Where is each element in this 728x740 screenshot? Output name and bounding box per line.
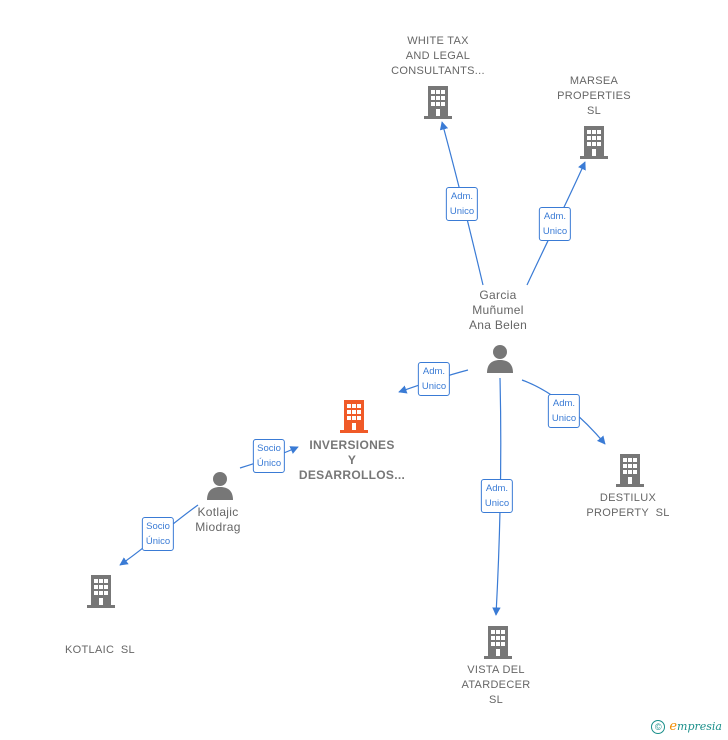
person-icon[interactable] bbox=[485, 343, 515, 373]
person-label-garcia[interactable]: Garcia Muñumel Ana Belen bbox=[468, 288, 528, 332]
company-label-inversiones[interactable]: INVERSIONES Y DESARROLLOS... bbox=[298, 438, 406, 482]
relation-badge-kotlajic-inversiones[interactable]: Socio Único bbox=[252, 439, 286, 473]
building-icon[interactable] bbox=[85, 573, 117, 609]
brand-footer[interactable]: © empresia bbox=[651, 719, 722, 734]
relation-badge-kotlajic-kotlaic[interactable]: Socio Único bbox=[141, 517, 175, 551]
company-label-destilux[interactable]: DESTILUX PROPERTY SL bbox=[586, 492, 670, 519]
company-label-white-tax[interactable]: WHITE TAX AND LEGAL CONSULTANTS... bbox=[391, 35, 485, 77]
building-icon[interactable] bbox=[578, 124, 610, 160]
building-icon[interactable] bbox=[614, 452, 646, 488]
brand-logo: empresia bbox=[669, 719, 722, 734]
relation-badge-garcia-white-tax[interactable]: Adm. Unico bbox=[445, 187, 479, 221]
company-label-marsea[interactable]: MARSEA PROPERTIES SL bbox=[557, 75, 631, 117]
person-label-kotlajic[interactable]: Kotlajic Miodrag bbox=[195, 505, 241, 534]
copyright-icon: © bbox=[651, 719, 666, 734]
person-icon[interactable] bbox=[205, 470, 235, 500]
relation-badge-garcia-destilux[interactable]: Adm. Unico bbox=[547, 394, 581, 428]
relation-badge-garcia-marsea[interactable]: Adm. Unico bbox=[538, 207, 572, 241]
building-icon[interactable] bbox=[338, 398, 370, 434]
company-label-kotlaic[interactable]: KOTLAIC SL bbox=[65, 644, 135, 656]
relation-badge-garcia-vista[interactable]: Adm. Unico bbox=[480, 479, 514, 513]
relation-badge-garcia-inversiones[interactable]: Adm. Unico bbox=[417, 362, 451, 396]
company-label-vista[interactable]: VISTA DEL ATARDECER SL bbox=[461, 664, 531, 706]
building-icon[interactable] bbox=[422, 84, 454, 120]
building-icon[interactable] bbox=[482, 624, 514, 660]
